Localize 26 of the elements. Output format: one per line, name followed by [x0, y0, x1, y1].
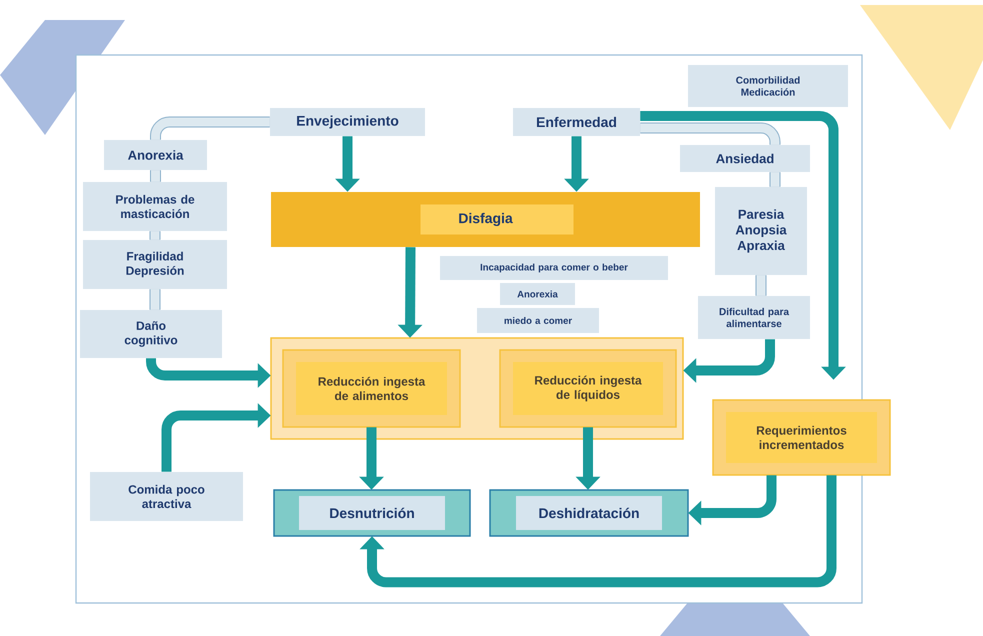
arrow [770, 172, 780, 187]
label-box: Fragilidad Depresión [83, 240, 227, 289]
label-box: Comorbilidad Medicación [688, 65, 848, 107]
outcome-box: Desnutrición [273, 489, 471, 537]
label-box: Envejecimiento [270, 108, 425, 136]
arrow [150, 289, 160, 310]
arrow [150, 231, 160, 240]
label-box: Comida poco atractiva [90, 472, 243, 521]
label-box: Problemas de masticación [83, 182, 227, 231]
outcome-box: Deshidratación [489, 489, 689, 537]
label-box: Enfermedad [513, 108, 640, 136]
label-box: Anorexia [104, 140, 207, 170]
arrow [150, 170, 161, 182]
label-box: Daño cognitivo [80, 310, 222, 358]
label-box: Ansiedad [680, 145, 810, 172]
process-box: Reducción ingesta de líquidos [499, 349, 677, 428]
label-box: Incapacidad para comer o beber [440, 256, 668, 280]
process-box: Requerimientos incrementados [712, 399, 891, 476]
arrow [360, 475, 836, 588]
label-box: Anorexia [500, 283, 575, 305]
arrow [756, 275, 766, 296]
label-box: Paresia Anopsia Apraxia [715, 187, 807, 275]
process-band: Disfagia [271, 192, 700, 247]
label-box: Dificultad para alimentarse [698, 296, 810, 339]
label-box: miedo a comer [477, 308, 599, 333]
process-box: Reducción ingesta de alimentos [282, 349, 461, 428]
